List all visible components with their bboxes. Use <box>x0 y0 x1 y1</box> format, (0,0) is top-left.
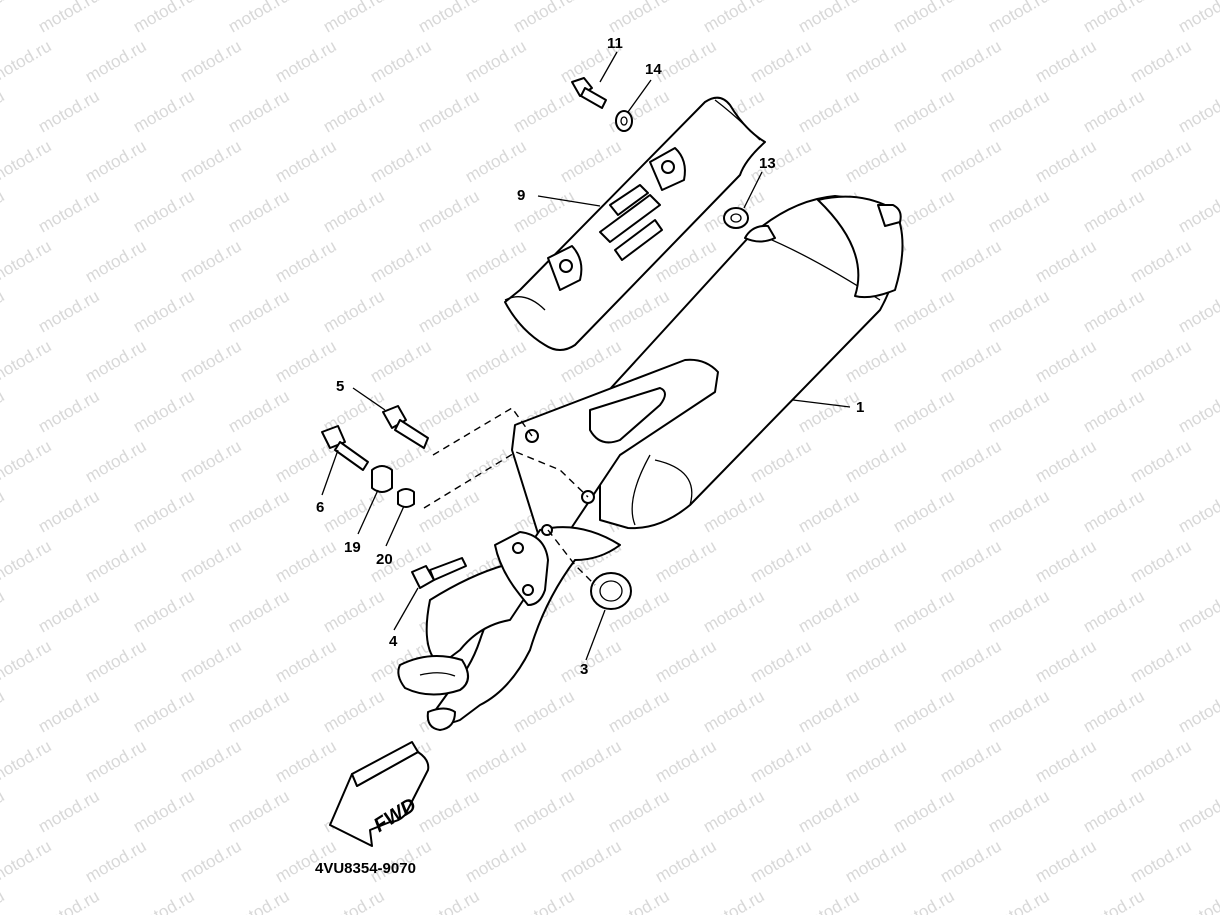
callout-3: 3 <box>580 661 588 678</box>
grommet-part-13 <box>723 207 749 229</box>
bolt-part-6 <box>321 425 369 471</box>
washer-part-14 <box>615 110 633 132</box>
collar-part-20 <box>397 488 415 508</box>
bolt-part-5 <box>382 405 429 449</box>
bolt-part-4 <box>411 557 467 589</box>
gasket-part-3 <box>590 572 632 610</box>
heat-shield <box>504 96 766 351</box>
callout-13: 13 <box>759 155 776 172</box>
callout-4: 4 <box>389 633 398 650</box>
callout-9: 9 <box>517 187 525 204</box>
callout-6: 6 <box>316 499 324 516</box>
callout-labels: 1 3 4 5 6 9 11 13 14 19 20 <box>316 35 864 678</box>
forward-direction-arrow: FWD <box>329 741 430 847</box>
callout-14: 14 <box>645 61 662 78</box>
leader-lines <box>321 51 851 661</box>
collar-part-19 <box>371 465 393 493</box>
callout-11: 11 <box>607 35 623 52</box>
callout-1: 1 <box>856 399 864 416</box>
mounting-bracket <box>511 358 719 544</box>
assembly-lines <box>423 407 596 586</box>
muffler-body <box>599 195 904 530</box>
bolt-part-11 <box>571 77 607 109</box>
header-pipe <box>397 524 621 731</box>
callout-19: 19 <box>344 539 361 556</box>
callout-5: 5 <box>336 378 344 395</box>
part-code-label: 4VU8354-9070 <box>315 860 416 877</box>
callout-20: 20 <box>376 551 393 568</box>
